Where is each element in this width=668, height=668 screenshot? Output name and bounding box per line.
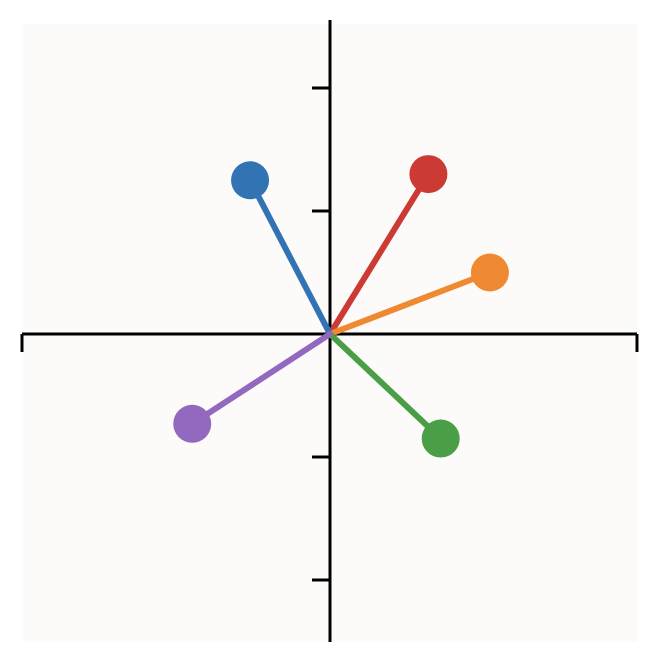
vector-blue-endpoint (231, 161, 270, 200)
vector-blue-line (247, 177, 333, 337)
vector-red-endpoint (409, 155, 448, 194)
vectors (173, 155, 509, 458)
vector-red (327, 155, 448, 337)
vector-green-line (327, 331, 444, 442)
vector-orange-endpoint (470, 253, 509, 292)
vector-blue (231, 161, 333, 337)
vector-orange (327, 253, 509, 337)
vector-purple (173, 331, 333, 443)
vector-red-line (327, 171, 432, 337)
vector-green (327, 331, 460, 458)
vector-orange-line (327, 269, 493, 337)
vector-purple-endpoint (173, 404, 212, 443)
vector-purple-line (189, 331, 333, 427)
vector-green-endpoint (421, 419, 460, 458)
